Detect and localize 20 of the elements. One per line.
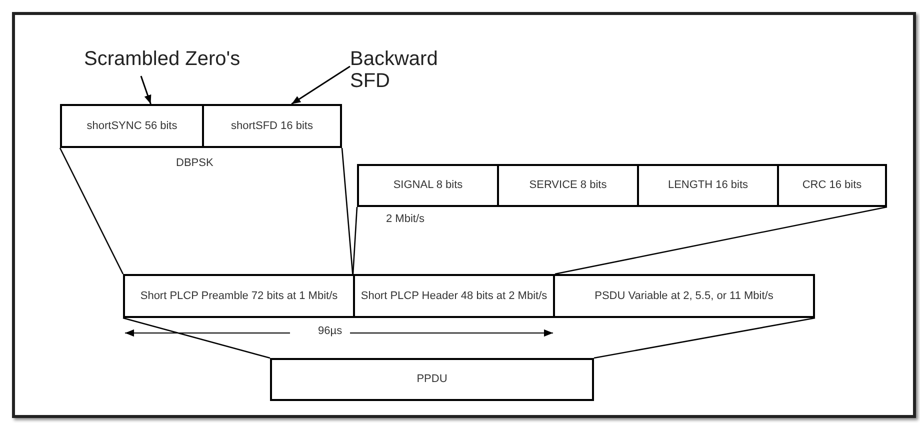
connector-line: [341, 148, 354, 274]
field-box: PSDU Variable at 2, 5.5, or 11 Mbit/s: [553, 274, 815, 318]
field-box: CRC 16 bits: [777, 164, 887, 207]
connector-line: [59, 148, 124, 274]
field-box: Short PLCP Header 48 bits at 2 Mbit/s: [353, 274, 555, 318]
field-box: PPDU: [270, 358, 594, 401]
field-box: shortSFD 16 bits: [202, 104, 342, 148]
callout-text: Backward SFD: [350, 48, 460, 94]
arrow: [291, 66, 350, 105]
field-box: shortSYNC 56 bits: [60, 104, 204, 148]
connector-line: [122, 317, 270, 359]
connector-line: [554, 206, 888, 275]
connector-line: [352, 206, 358, 274]
field-box: SERVICE 8 bits: [497, 164, 639, 207]
field-box: Short PLCP Preamble 72 bits at 1 Mbit/s: [123, 274, 355, 318]
connector-line: [594, 317, 816, 359]
field-box: LENGTH 16 bits: [637, 164, 779, 207]
field-box: SIGNAL 8 bits: [357, 164, 499, 207]
callout-text: Scrambled Zero's: [84, 48, 274, 76]
arrow: [140, 76, 152, 104]
